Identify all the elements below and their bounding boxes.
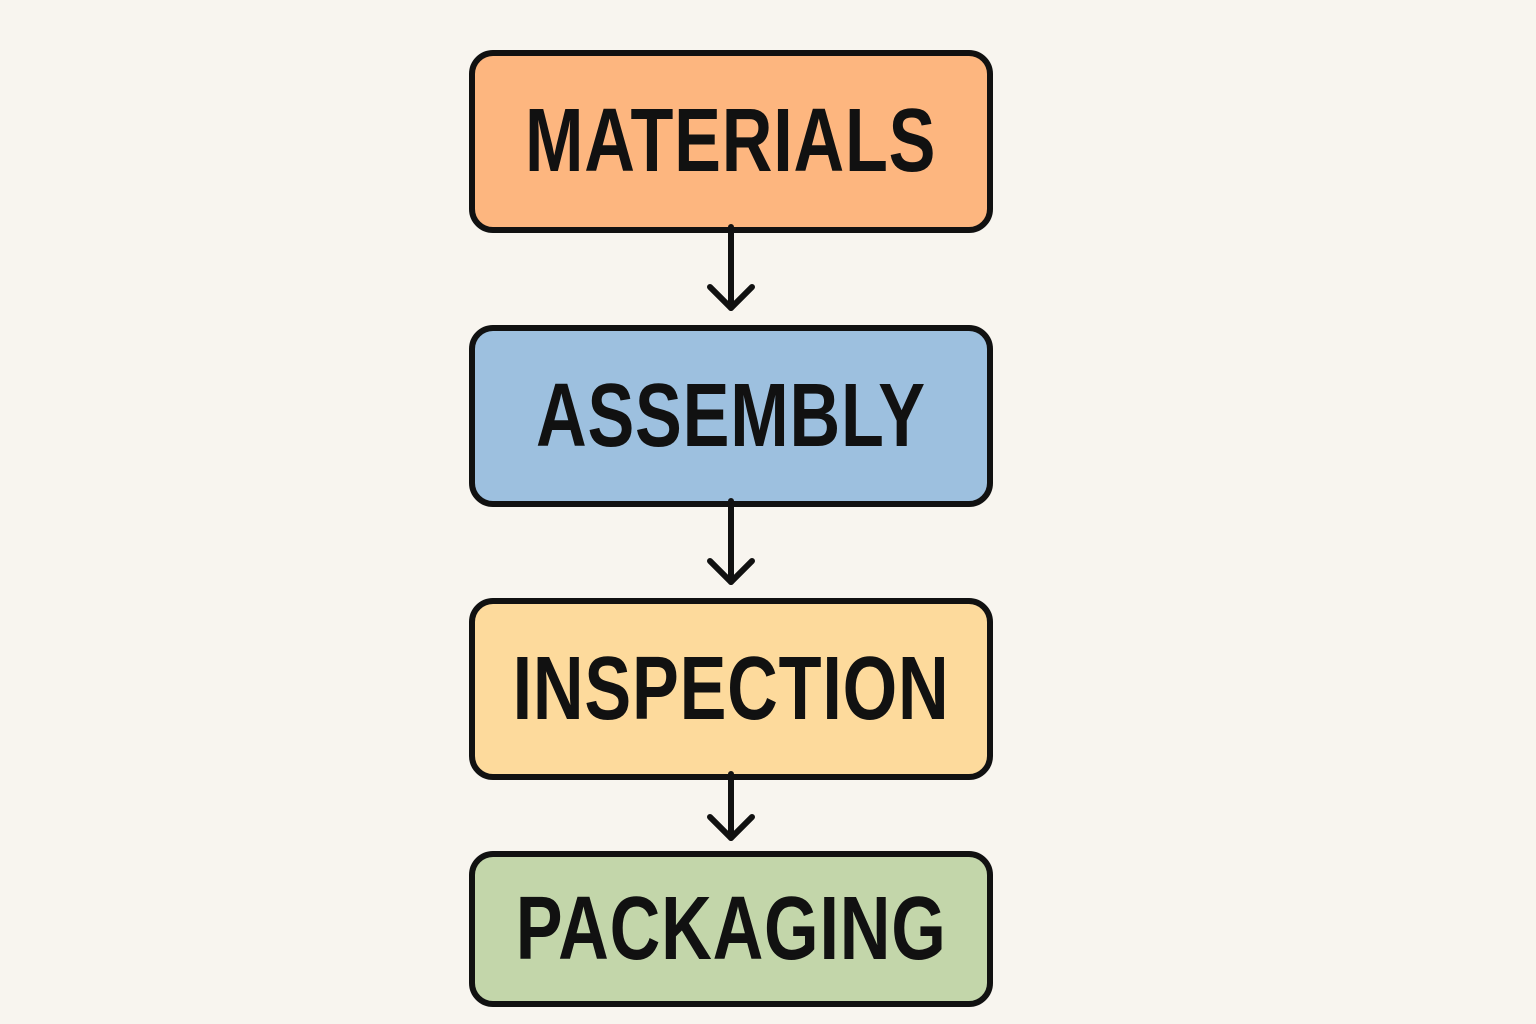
arrow-down-icon <box>707 224 755 311</box>
step-packaging: PACKAGING <box>469 851 993 1007</box>
step-materials: MATERIALS <box>469 50 993 233</box>
step-label: INSPECTION <box>512 638 950 739</box>
step-inspection: INSPECTION <box>469 598 993 780</box>
step-label: MATERIALS <box>525 91 937 191</box>
arrow-down-icon <box>707 498 755 585</box>
step-label: ASSEMBLY <box>536 365 926 466</box>
arrow-down-icon <box>707 771 755 841</box>
step-label: PACKAGING <box>515 878 947 979</box>
